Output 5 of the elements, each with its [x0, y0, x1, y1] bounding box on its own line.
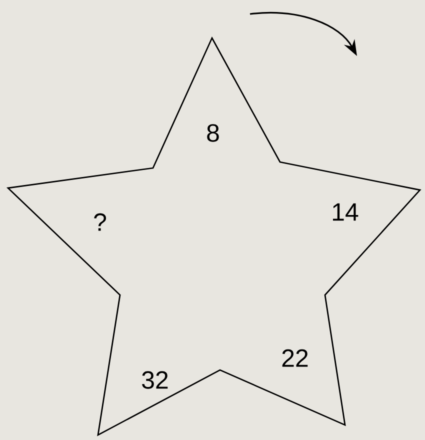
- star-number: 8: [207, 124, 219, 142]
- star-number: 14: [332, 203, 358, 221]
- star-number: ?: [94, 213, 106, 231]
- star-number: 22: [282, 349, 308, 367]
- star-number: 32: [142, 371, 168, 389]
